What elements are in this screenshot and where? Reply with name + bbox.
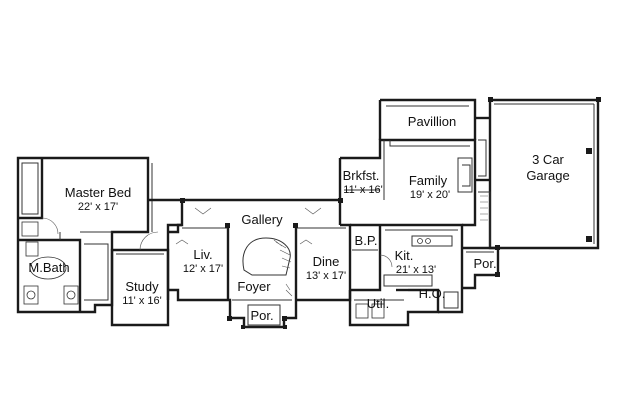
garage-label-line1: 3 Car xyxy=(532,152,564,167)
master-bed-dims: 22' x 17' xyxy=(78,201,118,213)
family-walls xyxy=(338,98,477,227)
pavillion-label: Pavillion xyxy=(408,114,456,129)
gallery-arches xyxy=(175,207,322,245)
m-bath-label: M.Bath xyxy=(28,260,69,275)
central-walls xyxy=(148,198,352,329)
study-walls xyxy=(110,231,170,327)
liv-label: Liv. xyxy=(193,247,212,262)
family-label: Family xyxy=(409,173,448,188)
study-label: Study xyxy=(125,279,159,294)
bath-fixtures xyxy=(21,217,79,305)
family-dims: 19' x 20' xyxy=(410,189,450,201)
kitchen-label: Kit. xyxy=(395,248,414,263)
staircase xyxy=(242,237,293,297)
utility-label: Util. xyxy=(367,296,389,311)
kitchen-dims: 21' x 13' xyxy=(396,264,436,276)
side-porch xyxy=(462,245,500,290)
breakfast-label: Brkfst. xyxy=(343,168,380,183)
study-dims: 11' x 16' xyxy=(122,295,161,307)
master-bed-label: Master Bed xyxy=(65,185,131,200)
garage-label-line2: Garage xyxy=(526,168,569,183)
dine-dims: 13' x 17' xyxy=(306,270,346,282)
column-markers xyxy=(180,198,343,329)
home-office-label: H.O. xyxy=(419,286,446,301)
butler-pantry-label: B.P. xyxy=(355,233,378,248)
breakfast-dims: 11' x 16' xyxy=(343,184,382,196)
gallery-label: Gallery xyxy=(241,212,283,227)
liv-dims: 12' x 17' xyxy=(183,263,223,275)
foyer-label: Foyer xyxy=(237,279,271,294)
garage-walls xyxy=(475,97,601,250)
kitchen-walls xyxy=(348,223,464,327)
side-porch-label: Por. xyxy=(473,256,496,271)
front-porch-label: Por. xyxy=(250,308,273,323)
dine-label: Dine xyxy=(313,254,340,269)
